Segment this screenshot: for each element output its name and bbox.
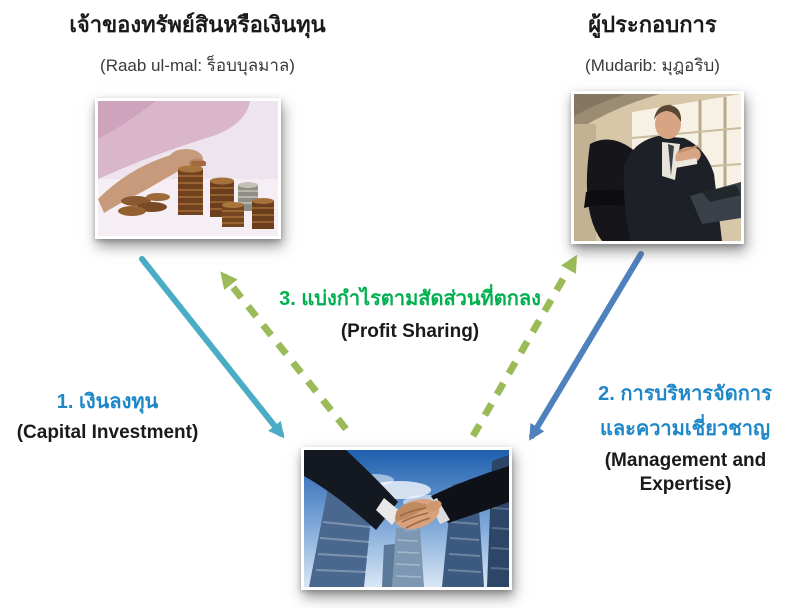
businessman-photo [571,91,744,244]
owner-title: เจ้าของทรัพย์สินหรือเงินทุน [69,12,326,37]
entrepreneur-subtitle: (Mudarib: มุฎอริบ) [585,56,720,75]
coin-stack [178,165,203,215]
owner-node: เจ้าของทรัพย์สินหรือเงินทุน (Raab ul-mal… [30,10,365,79]
management-label-th-line1: 2. การบริหารจัดการ [598,383,772,405]
profit-label-th: 3. แบ่งกำไรตามสัดส่วนที่ตกลง [279,288,541,310]
management-label-en: (Management and Expertise) [604,450,767,495]
management-label-th-line2: และความเชี่ยวชาญ [599,418,771,440]
profit-label-en: (Profit Sharing) [340,321,480,342]
entrepreneur-node: ผู้ประกอบการ (Mudarib: มุฎอริบ) [540,10,765,79]
capital-label-en: (Capital Investment) [16,422,199,443]
capital-label-th: 1. เงินลงทุน [56,391,159,413]
owner-subtitle: (Raab ul-mal: ร็อบบุลมาล) [100,56,295,75]
entrepreneur-title: ผู้ประกอบการ [588,12,717,37]
hand-stacking-coins-photo [95,98,281,239]
handshake [304,450,509,530]
handshake-skyline-photo [301,447,512,590]
